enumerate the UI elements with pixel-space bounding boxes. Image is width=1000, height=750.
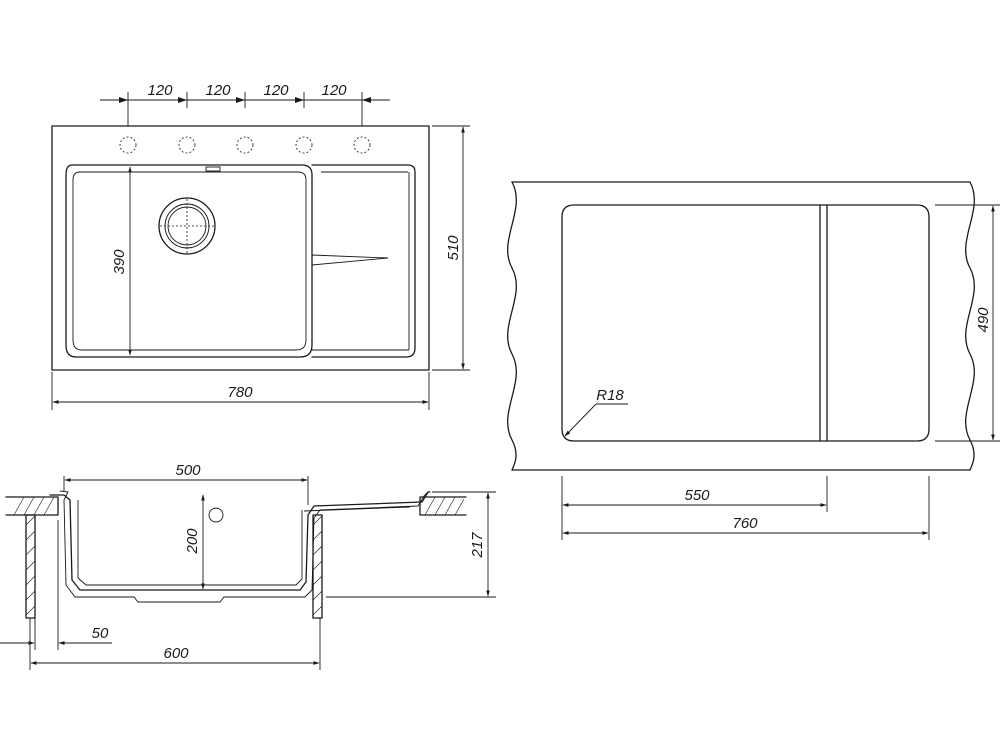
- hole-spacing-label-1: 120: [147, 82, 173, 99]
- hole-spacing-label-2: 120: [205, 82, 231, 99]
- countertop-left: [5, 496, 59, 516]
- overflow-hole: [208, 507, 224, 523]
- cabinet-width-label: 600: [163, 645, 189, 662]
- overall-length-label: 780: [227, 384, 253, 401]
- rim-offset-label: 50: [92, 625, 109, 642]
- section-view: 500 200 217 50 600: [0, 462, 496, 670]
- cutout-depth-label: 490: [975, 307, 992, 333]
- countertop-break-right: [965, 181, 975, 471]
- drainer-outline: [311, 164, 416, 358]
- corner-radius-label: R18: [596, 387, 624, 404]
- overflow-slot: [205, 166, 221, 172]
- countertop-break-left: [507, 181, 517, 471]
- cutout-view: R18 490 550 760: [507, 181, 1000, 540]
- bowl-depth-label: 200: [184, 528, 201, 555]
- bowl-inner: [72, 171, 307, 351]
- countertop-right: [419, 496, 467, 516]
- sink-section-inner: [59, 490, 429, 603]
- bowl-outline: [65, 164, 313, 358]
- sink-outline: [51, 125, 430, 371]
- hole-spacing-label-3: 120: [263, 82, 289, 99]
- top-view: 120 120 120 120 390 510 780: [51, 82, 470, 410]
- bowl-cutout-length-label: 550: [684, 487, 710, 504]
- bowl-length-label: 390: [111, 249, 128, 275]
- radius-leader: [564, 403, 597, 437]
- drainer-ridge: [311, 254, 389, 266]
- drain: [158, 197, 216, 255]
- overall-height-label: 217: [469, 532, 486, 559]
- sink-section-bowl-inner: [77, 500, 303, 586]
- cabinet-wall-left: [25, 514, 36, 619]
- tap-holes: [119, 136, 371, 154]
- cutout-outline: [561, 204, 930, 442]
- cutout-length-label: 760: [732, 515, 758, 532]
- hole-spacing-label-4: 120: [321, 82, 347, 99]
- cabinet-wall-right: [312, 514, 323, 619]
- bowl-width-label: 500: [175, 462, 201, 479]
- overall-width-label: 510: [445, 235, 462, 261]
- sink-section-outer: [49, 491, 431, 591]
